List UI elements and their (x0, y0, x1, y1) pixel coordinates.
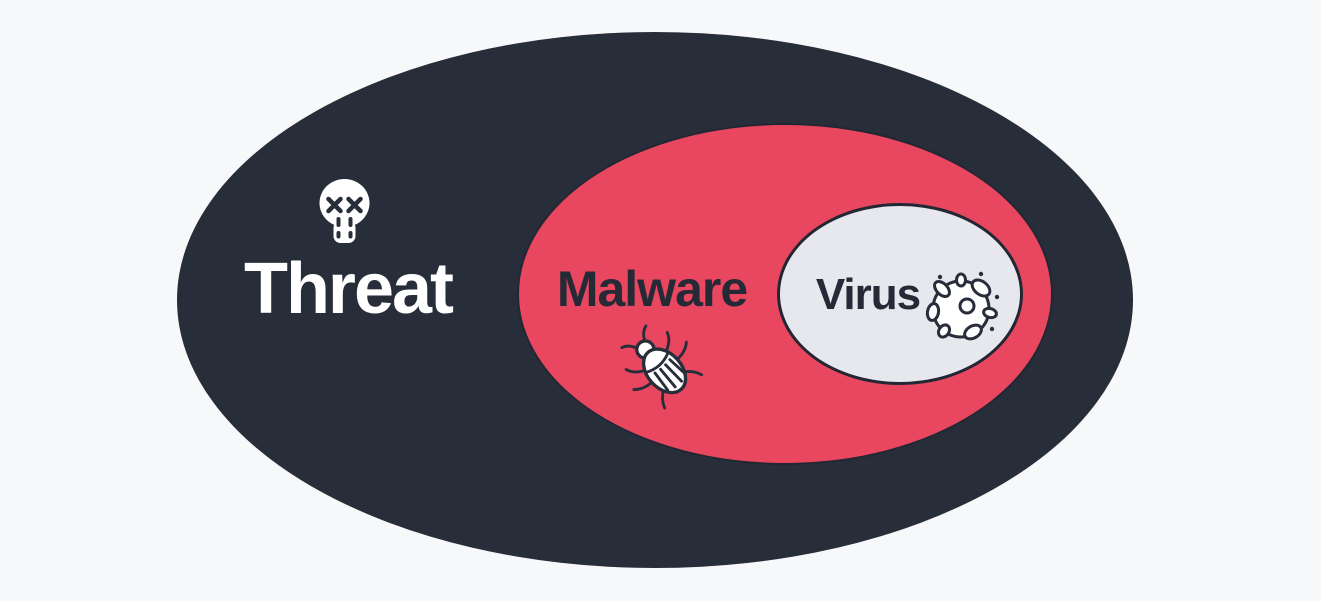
skull-icon (317, 179, 372, 247)
virus-label: Virus (815, 270, 921, 319)
virus-icon (924, 271, 1000, 344)
malware-label: Malware (556, 261, 748, 317)
bug-icon (618, 324, 706, 410)
threat-label: Threat (243, 249, 454, 329)
